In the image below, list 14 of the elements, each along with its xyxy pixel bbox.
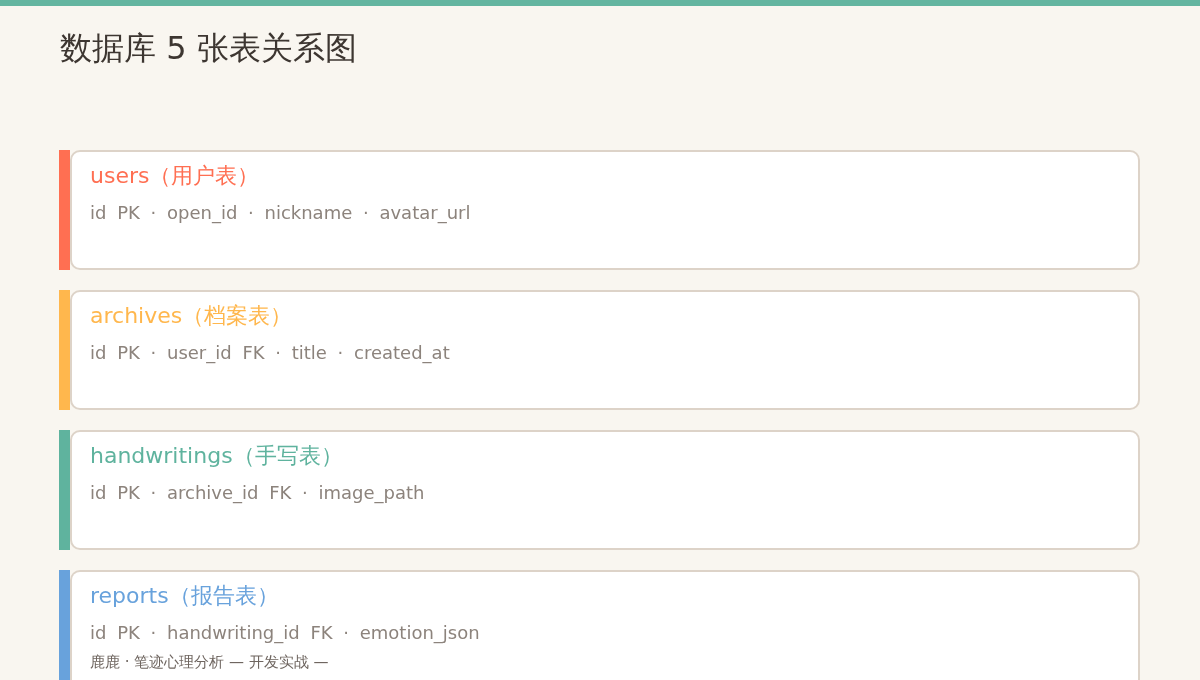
table-name: reports（报告表）: [90, 582, 279, 610]
table-name: users（用户表）: [90, 162, 260, 190]
table-card: [70, 290, 1140, 410]
table-card: [70, 150, 1140, 270]
table-card: [70, 430, 1140, 550]
field-list: id PK · open_id · nickname · avatar_url: [90, 200, 471, 226]
table-name: archives（档案表）: [90, 302, 293, 330]
footer-text: 鹿鹿 · 笔迹心理分析 — 开发实战 —: [90, 652, 329, 672]
field-list: id PK · handwriting_id FK · emotion_json: [90, 620, 480, 646]
field-list: id PK · archive_id FK · image_path: [90, 480, 425, 506]
field-list: id PK · user_id FK · title · created_at: [90, 340, 450, 366]
diagram-title: 数据库 5 张表关系图: [60, 28, 357, 69]
table-card: [70, 570, 1140, 680]
table-name: handwritings（手写表）: [90, 442, 343, 470]
